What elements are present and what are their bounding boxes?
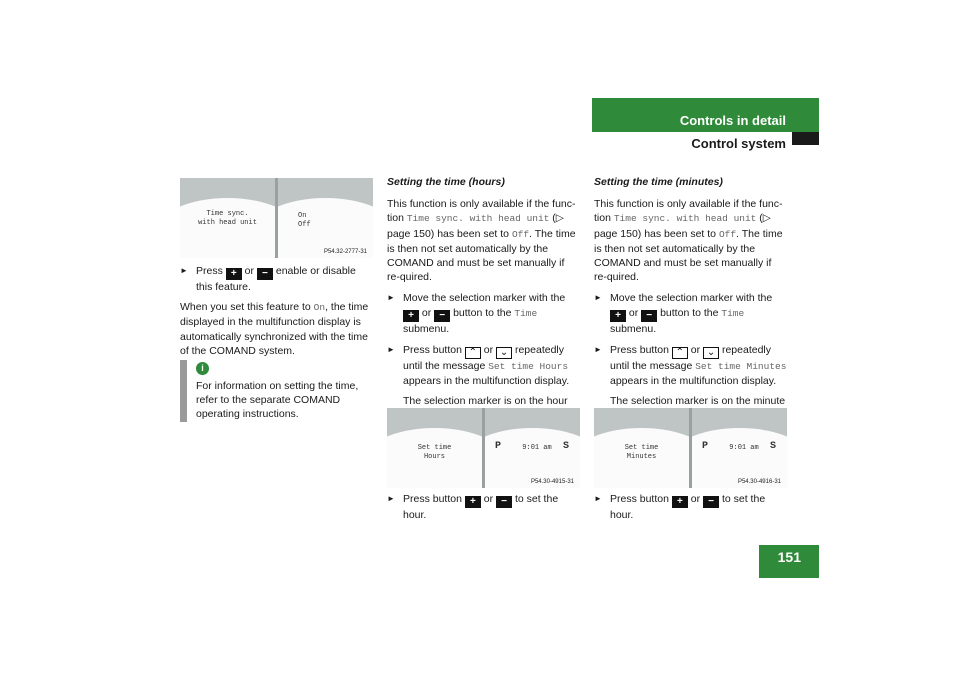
subsection-title: Control system	[691, 136, 786, 151]
sync-description: When you set this feature to On, the tim…	[180, 301, 369, 357]
down-button-icon: ⌄	[496, 346, 513, 359]
column-2-bottom: Press button + or − to set the hour.	[387, 492, 580, 522]
heading-hours: Setting the time (hours)	[387, 176, 505, 188]
instruction-move-marker: Move the selection marker with the + or …	[387, 291, 580, 335]
gear-p: P	[495, 441, 502, 452]
gear-p: P	[702, 441, 709, 452]
image-code: P54.30-4915-31	[530, 479, 574, 485]
instruction-enable-disable: Press + or − enable or disable this feat…	[180, 264, 373, 294]
minus-button-icon: −	[434, 309, 451, 322]
display-panel-right: P 9:01 am S	[485, 408, 580, 488]
display-panel-right: On Off	[278, 178, 373, 258]
plus-button-icon: +	[671, 496, 688, 508]
header-tab	[792, 132, 819, 145]
info-note: i For information on setting the time, r…	[180, 360, 373, 422]
minus-button-icon: −	[496, 496, 513, 508]
image-code: P54.32-2777-31	[323, 249, 367, 255]
plus-button-icon: +	[610, 309, 626, 322]
down-button-icon: ⌄	[703, 346, 720, 359]
gear-s: S	[563, 441, 570, 452]
instruction-set-hour: Press button + or − to set the hour.	[594, 492, 787, 522]
up-button-icon: ⌃	[671, 346, 688, 359]
column-2: Setting the time (hours) This function i…	[387, 175, 580, 423]
display-illustration-hours: Set time Hours P 9:01 am S P54.30-4915-3…	[387, 408, 580, 488]
note-text: For information on setting the time, ref…	[196, 380, 359, 420]
intro-hours: This function is only available if the f…	[387, 198, 576, 284]
display-text: Set time Hours	[417, 444, 452, 461]
image-code: P54.30-4916-31	[737, 479, 781, 485]
display-time: 9:01 am	[729, 444, 759, 452]
instruction-set-hour: Press button + or − to set the hour.	[387, 492, 580, 522]
display-panel-left: Set time Minutes	[594, 408, 689, 488]
note-bar	[180, 360, 187, 422]
header-band	[592, 98, 819, 132]
minus-button-icon: −	[641, 309, 658, 322]
display-text: Set time Minutes	[624, 444, 659, 461]
info-icon: i	[196, 362, 209, 375]
plus-button-icon: +	[225, 268, 242, 280]
display-time: 9:01 am	[522, 444, 552, 452]
plus-button-icon: +	[464, 496, 481, 508]
section-title: Controls in detail	[679, 113, 786, 128]
display-panel-left: Time sync. with head unit	[180, 178, 275, 258]
instruction-move-marker: Move the selection marker with the + or …	[594, 291, 787, 335]
minus-button-icon: −	[703, 496, 720, 508]
instruction-press-repeatedly: Press button ⌃ or ⌄ repeatedly until the…	[387, 343, 580, 388]
display-options: On Off	[298, 212, 311, 229]
page-number: 151	[759, 545, 819, 578]
display-text: Time sync. with head unit	[198, 210, 257, 227]
column-3: Setting the time (minutes) This function…	[594, 175, 787, 423]
display-illustration-time-sync: Time sync. with head unit On Off P54.32-…	[180, 178, 373, 258]
plus-button-icon: +	[403, 309, 419, 322]
heading-minutes: Setting the time (minutes)	[594, 176, 723, 188]
page-header: Controls in detail Control system	[592, 98, 819, 153]
intro-minutes: This function is only available if the f…	[594, 198, 783, 284]
display-panel-left: Set time Hours	[387, 408, 482, 488]
minus-button-icon: −	[256, 268, 273, 280]
column-3-bottom: Press button + or − to set the hour.	[594, 492, 787, 522]
column-1: Press + or − enable or disable this feat…	[180, 264, 373, 358]
gear-s: S	[770, 441, 777, 452]
display-panel-right: P 9:01 am S	[692, 408, 787, 488]
up-button-icon: ⌃	[464, 346, 481, 359]
instruction-press-repeatedly: Press button ⌃ or ⌄ repeatedly until the…	[594, 343, 787, 388]
display-illustration-minutes: Set time Minutes P 9:01 am S P54.30-4916…	[594, 408, 787, 488]
